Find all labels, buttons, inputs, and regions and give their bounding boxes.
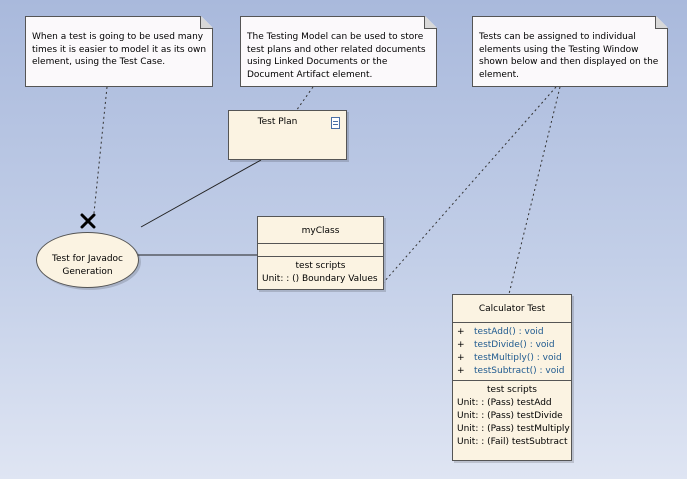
operation-text: testSubtract() : void <box>474 365 564 378</box>
test-script-item: Unit: : (Fail) testSubtract <box>457 437 568 447</box>
note-link-myclass[interactable] <box>382 86 557 284</box>
operation-text: testAdd() : void <box>474 326 544 339</box>
calculator-test-element[interactable]: Calculator Test + testAdd() : void + tes… <box>452 294 572 461</box>
note-link-calculator[interactable] <box>508 86 561 295</box>
note-line: element, using the Test Case. <box>32 57 166 67</box>
operations-compartment: + testAdd() : void + testDivide() : void… <box>453 323 571 381</box>
note-test-case[interactable]: When a test is going to be used many tim… <box>25 16 213 87</box>
note-testing-model[interactable]: The Testing Model can be used to store t… <box>240 16 437 87</box>
note-line: The Testing Model can be used to store <box>247 32 424 42</box>
operation-signature: : void <box>526 340 555 350</box>
operation-name: testDivide() <box>474 340 527 350</box>
usecase-label-line: Generation <box>62 266 113 277</box>
note-link-testing-model[interactable] <box>295 86 314 112</box>
test-script-item: Unit: : (Pass) testDivide <box>457 411 563 421</box>
test-plan-title: Test Plan <box>257 117 298 127</box>
x-mark-icon <box>37 213 138 234</box>
note-line: elements using the Testing Window <box>479 44 639 55</box>
operation-text: testMultiply() : void <box>474 352 562 365</box>
usecase-label-line: Test for Javadoc <box>52 254 123 264</box>
operation-name: testAdd() <box>474 327 516 337</box>
class-name: myClass <box>258 217 383 244</box>
operation-name: testMultiply() <box>474 353 534 363</box>
scripts-title: test scripts <box>487 385 537 395</box>
visibility-marker: + <box>457 327 465 337</box>
note-line: using Linked Documents or the <box>247 57 388 67</box>
test-scripts-compartment: test scripts Unit: : (Pass) testAdd Unit… <box>453 381 571 449</box>
visibility-marker: + <box>457 340 465 350</box>
test-script-item: Unit: : (Pass) testMultiply <box>457 424 570 434</box>
operation-signature: : void <box>536 366 565 376</box>
test-script-item: Unit: : (Pass) testAdd <box>457 398 552 408</box>
note-line: Tests can be assigned to individual <box>479 32 636 42</box>
operation-item[interactable]: + testDivide() : void <box>453 339 571 352</box>
note-line: Document Artifact element. <box>247 69 373 80</box>
note-link-test-case[interactable] <box>93 86 108 214</box>
myclass-element[interactable]: myClass test scripts Unit: : () Boundary… <box>257 216 384 290</box>
operation-name: testSubtract() <box>474 366 537 376</box>
note-testing-window[interactable]: Tests can be assigned to individual elem… <box>472 16 668 87</box>
operation-text: testDivide() : void <box>474 339 555 352</box>
attributes-compartment <box>258 244 383 257</box>
note-line: times it is easier to model it as its ow… <box>32 44 207 55</box>
note-line: element. <box>479 69 519 80</box>
operation-item[interactable]: + testMultiply() : void <box>453 352 571 365</box>
visibility-marker: + <box>457 353 465 363</box>
class-name: Calculator Test <box>453 295 571 323</box>
operation-item[interactable]: + testAdd() : void <box>453 326 571 339</box>
operation-signature: : void <box>533 353 562 363</box>
operation-item[interactable]: + testSubtract() : void <box>453 365 571 378</box>
document-icon <box>331 117 340 129</box>
scripts-title: test scripts <box>295 261 346 271</box>
visibility-marker: + <box>457 366 465 376</box>
usecase-label: Test for Javadoc Generation <box>37 253 138 278</box>
note-line: shown below and then displayed on the <box>479 57 659 67</box>
test-script-item: Unit: : () Boundary Values <box>262 274 378 284</box>
test-case-usecase[interactable]: Test for Javadoc Generation <box>36 213 139 288</box>
note-line: When a test is going to be used many <box>32 32 204 42</box>
operation-signature: : void <box>515 327 544 337</box>
note-line: test plans and other related documents <box>247 44 426 55</box>
test-scripts-compartment: test scripts Unit: : () Boundary Values <box>258 257 383 286</box>
test-plan-artifact[interactable]: Test Plan <box>228 110 347 160</box>
association-usecase-testplan[interactable] <box>140 159 262 228</box>
